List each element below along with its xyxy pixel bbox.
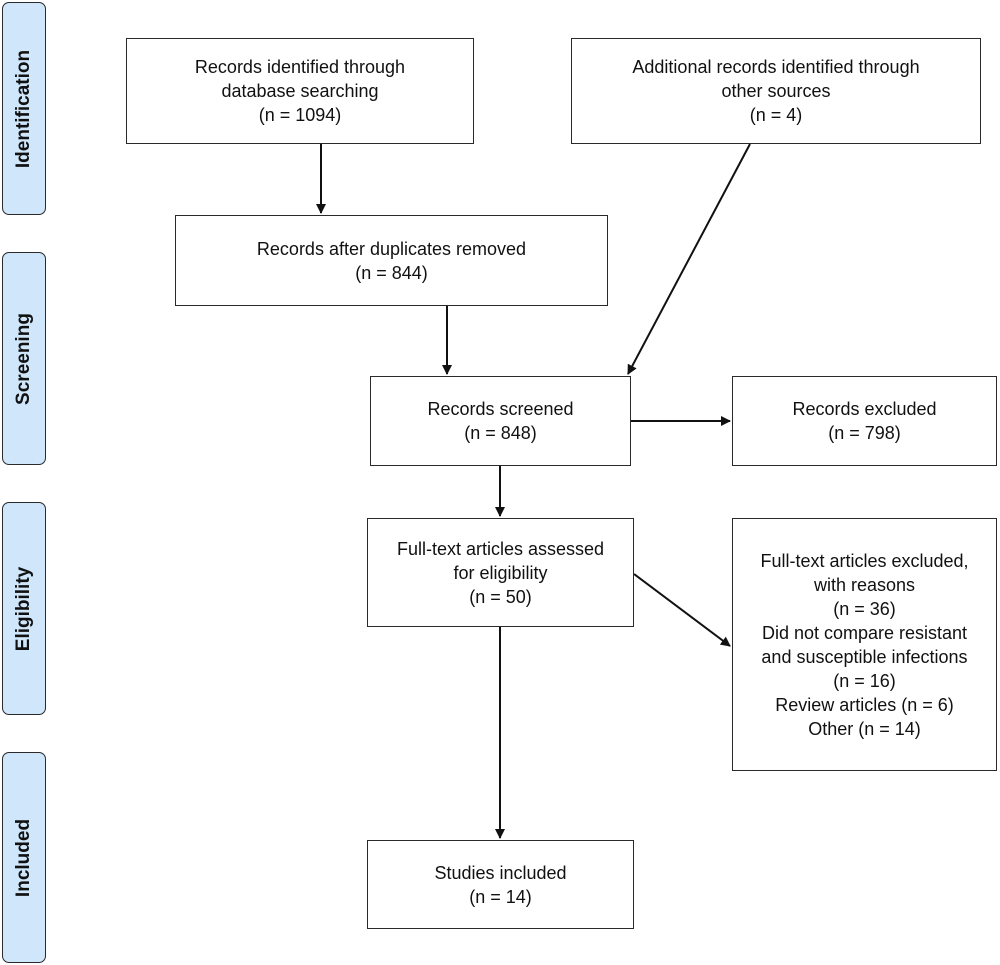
box-text: and susceptible infections — [761, 646, 968, 667]
box-count: (n = 16) — [833, 670, 896, 691]
box-text: for eligibility — [453, 562, 548, 583]
phase-identification: Identification — [2, 2, 46, 215]
box-text: Other (n = 14) — [808, 718, 921, 739]
box-fulltext-excluded: Full-text articles excluded, with reason… — [732, 518, 997, 771]
box-count: (n = 798) — [828, 423, 901, 443]
box-text: Records screened — [427, 399, 574, 419]
box-count: (n = 848) — [464, 423, 537, 443]
box-count: (n = 4) — [749, 105, 803, 125]
phase-included: Included — [2, 752, 46, 963]
box-text: Records excluded — [792, 399, 937, 419]
box-text: with reasons — [813, 574, 916, 595]
box-text: Additional records identified through — [632, 57, 920, 77]
box-text: database searching — [221, 81, 379, 101]
arrow-fulltext-to-excluded — [633, 573, 731, 647]
box-fulltext-assessed: Full-text articles assessed for eligibil… — [367, 518, 634, 627]
box-text: Studies included — [434, 862, 567, 883]
box-studies-included: Studies included (n = 14) — [367, 840, 634, 929]
phase-eligibility: Eligibility — [2, 502, 46, 715]
arrow-other-to-screened — [627, 143, 751, 375]
box-text: Records identified through — [194, 57, 406, 77]
box-count: (n = 36) — [833, 598, 896, 619]
box-count: (n = 14) — [469, 886, 532, 907]
phase-screening: Screening — [2, 252, 46, 465]
box-text: Did not compare resistant — [761, 622, 968, 643]
box-text: Records after duplicates removed — [256, 238, 527, 259]
box-records-excluded: Records excluded (n = 798) — [732, 376, 997, 466]
box-duplicates-removed: Records after duplicates removed (n = 84… — [175, 215, 608, 306]
box-text: Full-text articles excluded, — [760, 550, 969, 571]
box-records-screened: Records screened (n = 848) — [370, 376, 631, 466]
box-text: Full-text articles assessed — [396, 538, 605, 559]
box-database-records: Records identified through database sear… — [126, 38, 474, 144]
box-count: (n = 50) — [469, 586, 532, 607]
box-count: (n = 844) — [355, 262, 428, 283]
box-other-sources: Additional records identified through ot… — [571, 38, 981, 144]
box-count: (n = 1094) — [258, 105, 342, 125]
box-text: Review articles (n = 6) — [775, 694, 954, 715]
box-text: other sources — [721, 81, 831, 101]
